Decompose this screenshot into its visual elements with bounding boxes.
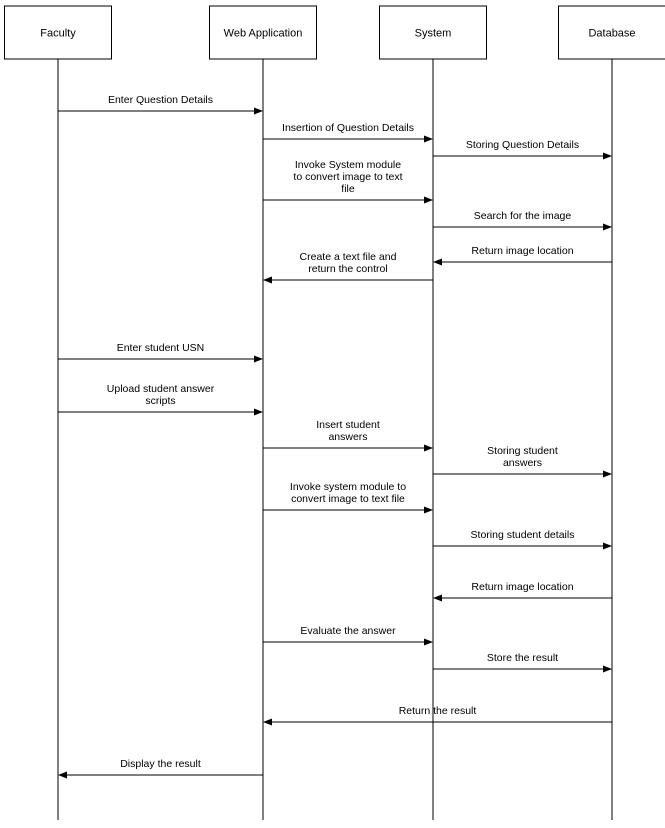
actor-box (4, 5, 112, 60)
message-label: Storing student (487, 445, 558, 457)
message-label: convert image to text file (291, 493, 405, 505)
arrowhead-icon (603, 542, 612, 550)
message-label: Enter Question Details (108, 94, 213, 106)
message-label: answers (503, 457, 542, 469)
arrowhead-icon (424, 506, 433, 514)
message-label: to convert image to text (293, 171, 402, 183)
message-1: Enter Question Details (58, 94, 263, 115)
message-14: Return image location (433, 581, 612, 602)
actor-box (209, 5, 317, 60)
actor-label: Database (588, 28, 635, 40)
message-8: Enter student USN (58, 342, 263, 363)
message-18: Display the result (58, 758, 263, 779)
arrowhead-icon (58, 771, 67, 779)
message-label: Insertion of Question Details (282, 122, 414, 134)
actor-label: Web Application (224, 28, 303, 40)
message-label: Upload student answer (107, 383, 215, 395)
message-3: Storing Question Details (433, 139, 612, 160)
arrowhead-icon (433, 258, 442, 266)
arrowhead-icon (263, 276, 272, 284)
message-16: Store the result (433, 652, 612, 673)
message-15: Evaluate the answer (263, 625, 433, 646)
message-13: Storing student details (433, 529, 612, 550)
message-label: Create a text file and (300, 251, 397, 263)
actor-label: System (415, 28, 452, 40)
arrowhead-icon (603, 152, 612, 160)
message-label: Invoke system module to (290, 481, 406, 493)
message-6: Return image location (433, 245, 612, 266)
arrowhead-icon (603, 470, 612, 478)
arrowhead-icon (603, 223, 612, 231)
message-label: Return image location (471, 245, 573, 257)
message-label: scripts (145, 395, 175, 407)
message-label: Store the result (487, 652, 558, 664)
message-label: Evaluate the answer (300, 625, 396, 637)
arrowhead-icon (263, 718, 272, 726)
message-label: Enter student USN (117, 342, 205, 354)
arrowhead-icon (424, 444, 433, 452)
message-label: Invoke System module (295, 159, 401, 171)
arrowhead-icon (254, 107, 263, 115)
message-label: Return the result (399, 705, 477, 717)
arrowhead-icon (424, 196, 433, 204)
message-label: Return image location (471, 581, 573, 593)
arrowhead-icon (424, 638, 433, 646)
message-label: Storing student details (471, 529, 575, 541)
message-label: answers (328, 431, 367, 443)
actor-box (379, 5, 487, 60)
actor-webapp: Web Application (209, 5, 317, 60)
actor-box (558, 5, 665, 60)
message-2: Insertion of Question Details (263, 122, 433, 143)
message-label: Insert student (316, 419, 380, 431)
message-label: Search for the image (474, 210, 572, 222)
message-label: file (341, 183, 355, 195)
message-17: Return the result (263, 705, 612, 726)
message-label: Storing Question Details (466, 139, 579, 151)
actor-label: Faculty (40, 28, 76, 40)
message-5: Search for the image (433, 210, 612, 231)
actor-faculty: Faculty (4, 5, 112, 60)
message-label: Display the result (120, 758, 201, 770)
arrowhead-icon (424, 135, 433, 143)
arrowhead-icon (603, 665, 612, 673)
arrowhead-icon (254, 355, 263, 363)
arrowhead-icon (433, 594, 442, 602)
message-label: return the control (308, 263, 387, 275)
actor-database: Database (558, 5, 665, 60)
actor-system: System (379, 5, 487, 60)
arrowhead-icon (254, 408, 263, 416)
